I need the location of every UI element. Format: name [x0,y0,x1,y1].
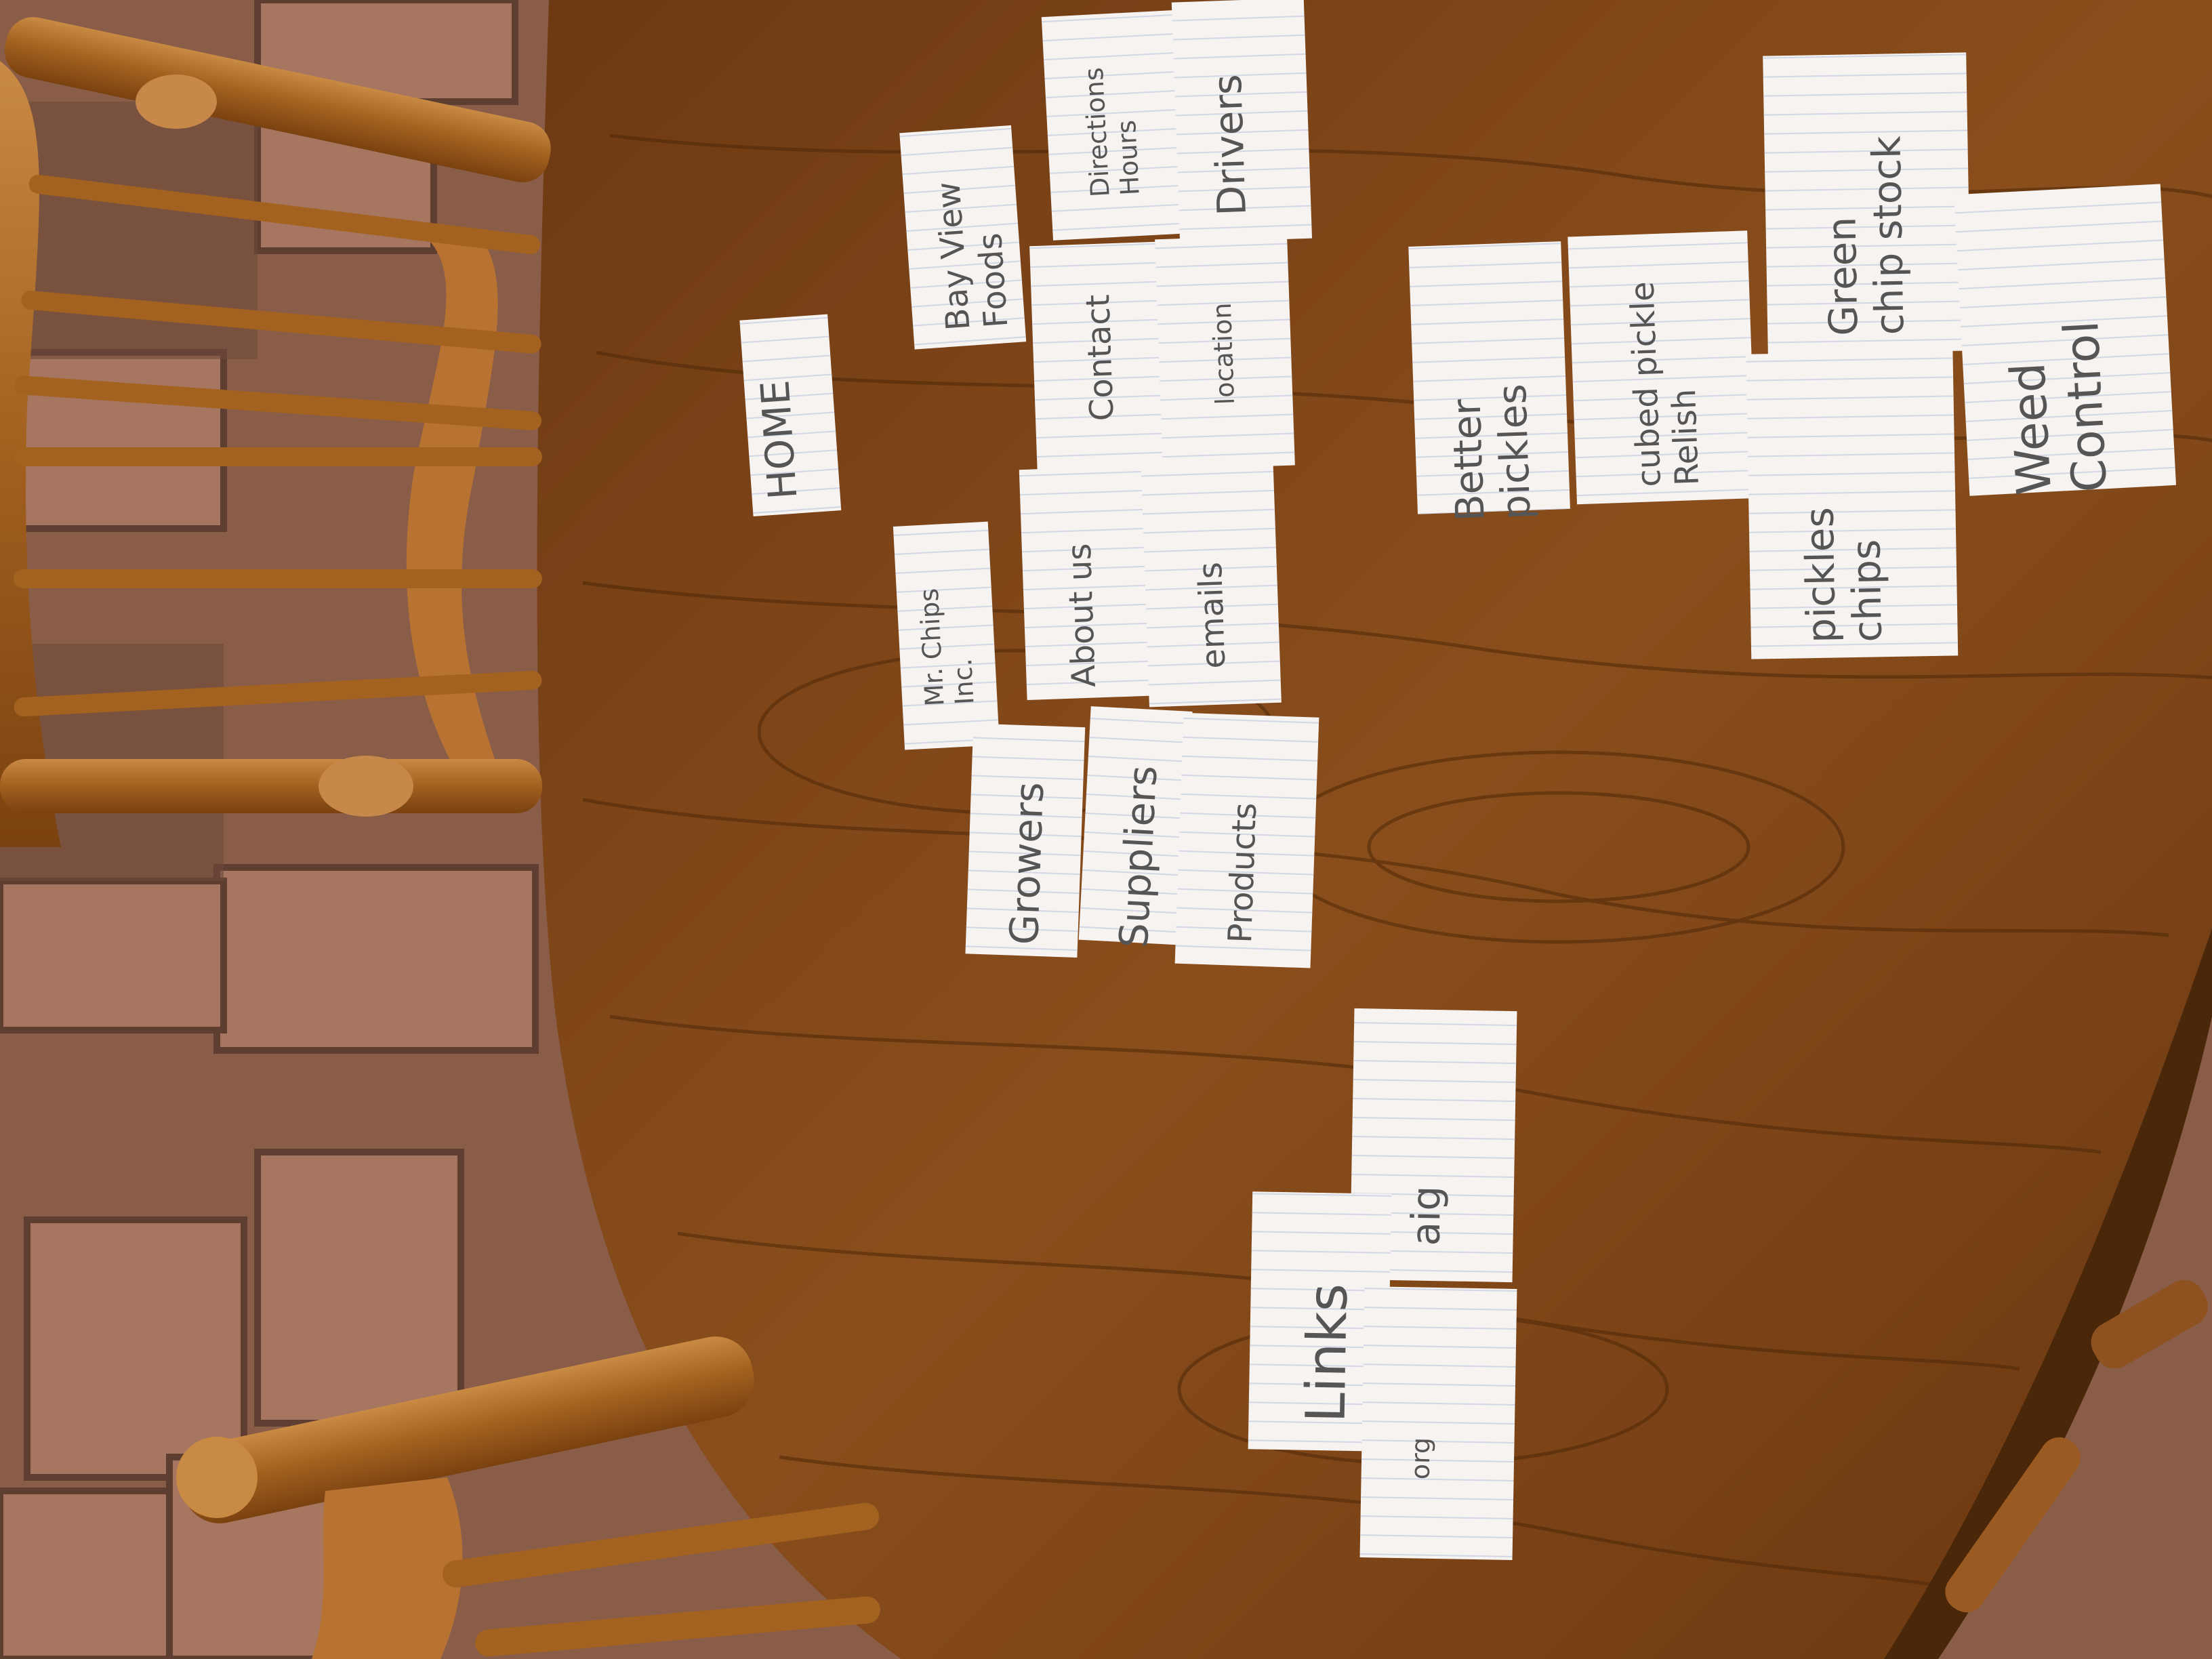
card-home [739,314,842,517]
card-mr-chips [893,521,1000,750]
card-org [1359,1286,1517,1560]
card-aig [1349,1008,1517,1283]
card-suppliers [1078,706,1193,945]
card-growers [965,723,1086,958]
index-cards [739,0,2177,1560]
card-emails [1141,465,1282,708]
card-about-us [1019,465,1156,701]
chair-bottom-right [1945,1279,2208,1613]
card-pickles-chips [1746,350,1959,659]
card-products [1174,712,1319,968]
card-better-pickles [1408,241,1570,514]
card-contact [1029,241,1170,477]
card-green-chip-stock [1763,52,1971,354]
card-weed-control [1954,184,2177,496]
card-links [1248,1191,1392,1452]
chair-top-left [0,17,551,847]
card-bay-view-foods [899,125,1027,350]
card-location [1155,234,1295,470]
card-directions-hours [1041,9,1185,241]
chair-bottom [176,1336,880,1659]
card-drivers [1171,0,1313,243]
card-cubed-pickle-relish [1568,230,1757,505]
